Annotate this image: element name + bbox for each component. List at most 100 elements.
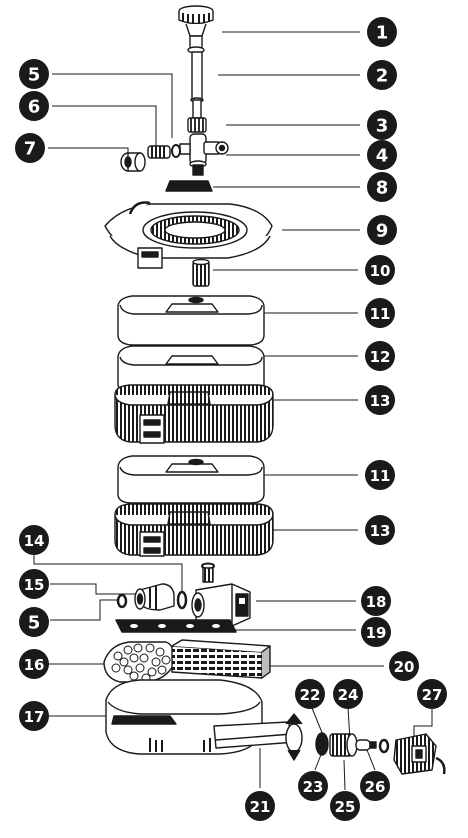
callout-number: 6	[28, 97, 41, 118]
callout-circle	[19, 569, 49, 599]
callout-badge: 13	[365, 385, 395, 415]
callout-number: 21	[250, 798, 271, 816]
callout-circle	[365, 385, 395, 415]
callout-circle	[365, 255, 395, 285]
callout-circle	[417, 679, 447, 709]
callout-badge: 6	[19, 91, 49, 121]
callout-circle	[365, 298, 395, 328]
callout-circle	[330, 791, 360, 821]
callout-number: 16	[24, 656, 45, 674]
t-valve-part	[179, 133, 229, 176]
callout-number: 23	[303, 778, 324, 796]
sealing-gasket-part	[165, 180, 213, 192]
filter-lid-part	[104, 201, 273, 269]
callout-badge: 18	[361, 586, 391, 616]
uv-tube-housing-part	[213, 721, 297, 749]
callout-badge: 17	[19, 701, 49, 731]
callout-circle	[360, 771, 390, 801]
callout-circle	[245, 791, 275, 821]
seal-ring-part	[315, 732, 329, 756]
callout-number: 3	[376, 116, 389, 137]
callout-number: 9	[376, 221, 389, 242]
callout-number: 11	[370, 467, 391, 485]
hose-adapter-part	[147, 145, 171, 159]
callout-badge: 3	[367, 110, 397, 140]
callout-number: 17	[24, 708, 45, 726]
callout-circle	[367, 60, 397, 90]
riser-tube-part	[190, 51, 204, 119]
callout-circle	[333, 679, 363, 709]
suction-plate-part	[115, 619, 237, 633]
hose-nut-part	[120, 152, 146, 172]
uv-lamp-part	[171, 639, 271, 679]
uv-bulb-part	[355, 739, 377, 751]
callout-badge: 16	[19, 649, 49, 679]
callout-circle	[389, 651, 419, 681]
callout-number: 2	[376, 66, 389, 87]
callout-badge: 7	[15, 133, 45, 163]
callout-badge: 19	[361, 617, 391, 647]
callout-number: 20	[394, 658, 415, 676]
callout-number: 22	[300, 686, 321, 704]
callout-badge: 24	[333, 679, 363, 709]
o-ring-part	[171, 144, 181, 158]
callout-circle	[365, 515, 395, 545]
water-pump-part	[191, 583, 251, 627]
callout-number: 27	[422, 686, 443, 704]
callout-badge: 11	[365, 298, 395, 328]
callout-badge: 22	[295, 679, 325, 709]
small-o-ring-part	[378, 738, 390, 754]
callout-badge: 23	[298, 771, 328, 801]
callout-circle	[367, 215, 397, 245]
callout-circle	[19, 525, 49, 555]
callout-badge: 13	[365, 515, 395, 545]
callout-number: 7	[24, 139, 37, 160]
callout-number: 24	[338, 686, 359, 704]
callout-number: 1	[376, 23, 389, 44]
callout-circle	[367, 140, 397, 170]
uv-end-cap-part	[393, 733, 446, 775]
callout-badge: 2	[367, 60, 397, 90]
callout-badge: 5	[19, 59, 49, 89]
callout-circle	[367, 110, 397, 140]
callout-badge: 14	[19, 525, 49, 555]
callout-number: 4	[376, 146, 389, 167]
bio-balls-part	[103, 641, 176, 683]
callout-badge: 4	[367, 140, 397, 170]
callout-circle	[19, 649, 49, 679]
callout-circle	[361, 586, 391, 616]
callout-badge: 1	[367, 17, 397, 47]
callout-number: 8	[376, 178, 389, 199]
callout-circle	[19, 701, 49, 731]
callout-number: 13	[370, 392, 391, 410]
callout-badge: 25	[330, 791, 360, 821]
callout-badge: 20	[389, 651, 419, 681]
callout-number: 12	[370, 348, 391, 366]
connector-nut-part	[187, 117, 207, 133]
callout-number: 26	[365, 778, 386, 796]
filter-sponge-part	[117, 455, 265, 504]
callout-circle	[365, 341, 395, 371]
callout-badge: 9	[367, 215, 397, 245]
callout-badge: 10	[365, 255, 395, 285]
callout-number: 15	[24, 576, 45, 594]
callout-badge: 5	[19, 607, 49, 637]
bayonet-ring-part	[285, 713, 303, 761]
callout-circle	[19, 91, 49, 121]
callout-badge: 8	[367, 172, 397, 202]
callout-circle	[361, 617, 391, 647]
callout-badge: 11	[365, 460, 395, 490]
leader-lines	[33, 31, 433, 791]
callout-badge: 15	[19, 569, 49, 599]
callout-circle	[298, 771, 328, 801]
callout-circle	[367, 17, 397, 47]
callout-number: 18	[366, 593, 387, 611]
filter-basket-part	[114, 384, 274, 444]
callout-number: 14	[24, 532, 45, 550]
filter-basket-part	[114, 503, 274, 557]
connector-part	[192, 258, 210, 287]
callout-badge: 26	[360, 771, 390, 801]
fountain-head-part	[178, 5, 214, 54]
callout-badge: 12	[365, 341, 395, 371]
